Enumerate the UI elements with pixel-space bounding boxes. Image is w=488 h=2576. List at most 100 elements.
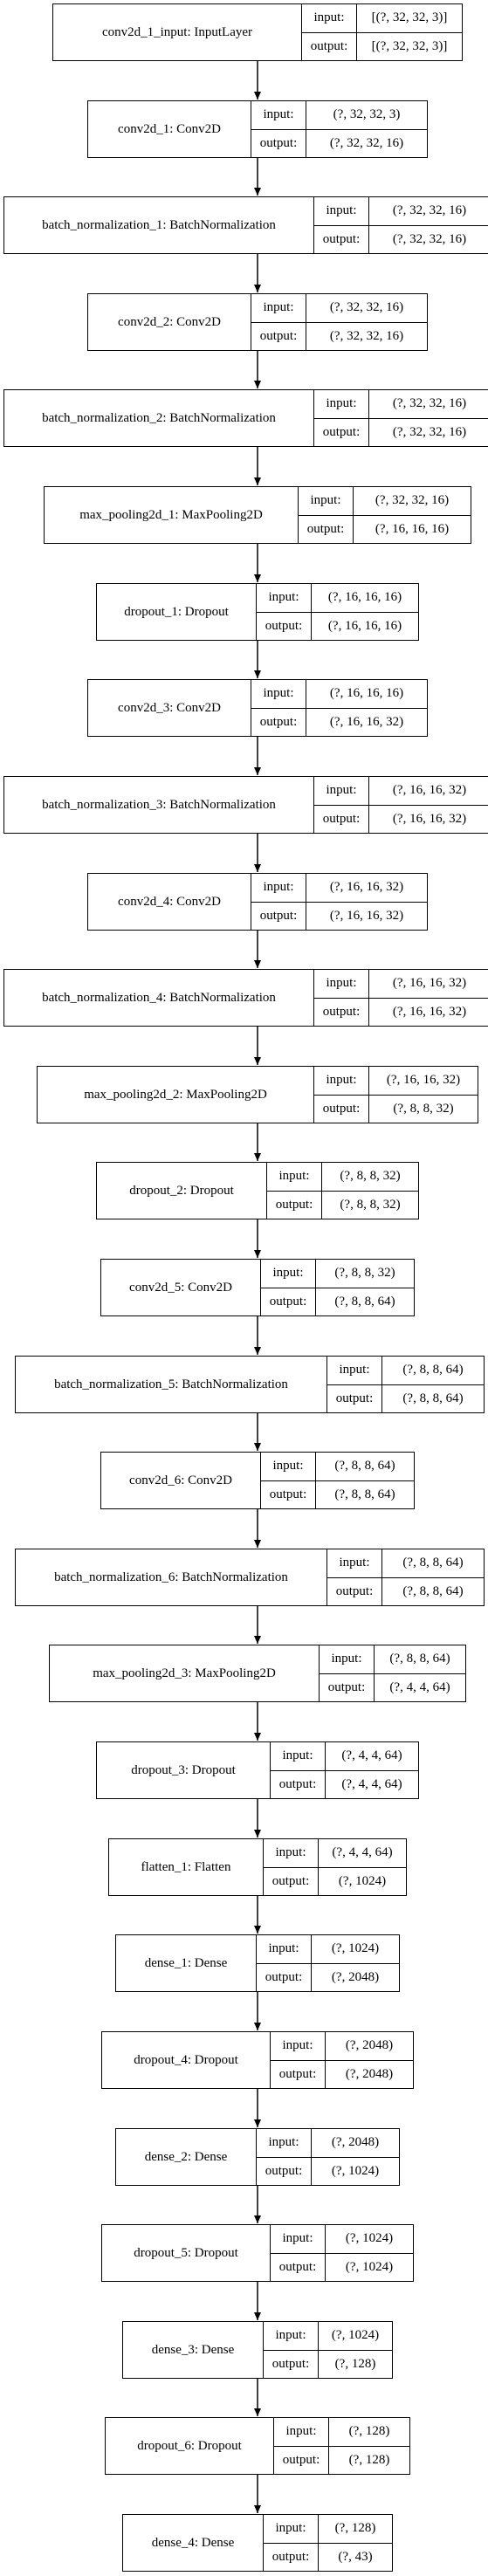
- input-port-row: input:[(?, 32, 32, 3)]: [302, 4, 462, 32]
- input-label: input:: [320, 1645, 375, 1673]
- output-label: output:: [264, 2543, 319, 2571]
- output-label: output:: [257, 2157, 312, 2185]
- input-port-row: input:(?, 32, 32, 16): [251, 294, 427, 322]
- input-shape: (?, 8, 8, 64): [334, 1459, 395, 1473]
- layer-name: max_pooling2d_2: MaxPooling2D: [38, 1067, 314, 1123]
- output-label: output:: [299, 515, 354, 543]
- output-port-row: output:(?, 4, 4, 64): [271, 1769, 418, 1798]
- output-shape: (?, 128): [334, 2356, 376, 2371]
- output-label: output:: [257, 612, 312, 640]
- output-shape: (?, 8, 8, 32): [340, 1197, 401, 1212]
- input-port-row: input:(?, 16, 16, 32): [314, 1067, 478, 1095]
- input-label: input:: [264, 2322, 319, 2350]
- input-shape: (?, 128): [334, 2521, 376, 2536]
- input-port-row: input:(?, 8, 8, 32): [261, 1260, 414, 1288]
- output-shape: (?, 32, 32, 16): [392, 424, 467, 439]
- output-port-row: output:(?, 43): [264, 2542, 392, 2571]
- output-shape: (?, 4, 4, 64): [389, 1680, 450, 1694]
- input-label: input:: [271, 2225, 326, 2253]
- input-label: input:: [274, 2418, 329, 2446]
- output-port-row: output:(?, 8, 8, 64): [261, 1480, 414, 1508]
- output-label: output:: [267, 1191, 322, 1219]
- input-label: input:: [267, 1163, 322, 1191]
- input-port-row: input:(?, 8, 8, 64): [261, 1453, 414, 1480]
- input-shape: (?, 8, 8, 32): [334, 1266, 395, 1281]
- output-label: output:: [271, 2253, 326, 2281]
- input-port-row: input:(?, 16, 16, 16): [251, 680, 427, 708]
- output-label: output:: [320, 1673, 375, 1701]
- input-shape: (?, 16, 16, 32): [386, 1073, 461, 1088]
- output-port-row: output:(?, 16, 16, 32): [251, 707, 427, 736]
- output-shape: (?, 8, 8, 64): [334, 1487, 395, 1501]
- output-shape: (?, 32, 32, 16): [392, 231, 467, 246]
- input-port-row: input:(?, 32, 32, 3): [251, 101, 427, 129]
- layer-name: conv2d_1: Conv2D: [88, 101, 251, 157]
- input-label: input:: [271, 1742, 326, 1770]
- input-label: input:: [302, 4, 357, 32]
- layer-name: dense_4: Dense: [123, 2515, 264, 2571]
- input-label: input:: [271, 2032, 326, 2060]
- output-shape: (?, 8, 8, 64): [334, 1294, 395, 1309]
- layer-name: batch_normalization_6: BatchNormalizatio…: [16, 1549, 327, 1605]
- output-port-row: output:(?, 2048): [271, 2059, 413, 2088]
- output-label: output:: [302, 32, 357, 60]
- output-port-row: output:(?, 32, 32, 16): [251, 321, 427, 350]
- output-label: output:: [314, 998, 369, 1026]
- input-shape: (?, 16, 16, 16): [327, 590, 402, 605]
- input-port-row: input:(?, 8, 8, 32): [267, 1163, 418, 1191]
- input-port-row: input:(?, 1024): [271, 2225, 413, 2253]
- input-shape: (?, 1024): [331, 1941, 380, 1956]
- input-shape: (?, 32, 32, 16): [375, 493, 450, 508]
- input-port-row: input:(?, 8, 8, 64): [320, 1645, 465, 1673]
- output-shape: (?, 32, 32, 16): [329, 135, 404, 150]
- input-label: input:: [257, 584, 312, 612]
- layer-name: dropout_5: Dropout: [102, 2225, 271, 2281]
- layer-name: conv2d_5: Conv2D: [101, 1260, 261, 1315]
- input-port-row: input:(?, 1024): [264, 2322, 392, 2350]
- input-port-row: input: (?, 32, 32, 16): [314, 197, 488, 225]
- input-shape: (?, 8, 8, 64): [402, 1556, 464, 1570]
- input-label: input:: [257, 2129, 312, 2157]
- output-shape: (?, 128): [348, 2452, 390, 2467]
- layer-node: batch_normalization_4: BatchNormalizatio…: [3, 969, 488, 1027]
- input-port-row: input:(?, 128): [264, 2515, 392, 2543]
- output-shape: (?, 16, 16, 32): [392, 1004, 467, 1019]
- input-label: input:: [314, 197, 369, 225]
- layer-name: dropout_4: Dropout: [102, 2032, 271, 2088]
- layer-name: max_pooling2d_1: MaxPooling2D: [45, 487, 299, 543]
- output-shape: (?, 4, 4, 64): [341, 1776, 402, 1791]
- output-label: output:: [314, 1095, 369, 1123]
- output-port-row: output:(?, 16, 16, 32): [251, 901, 427, 930]
- output-label: output:: [251, 708, 306, 736]
- input-shape: (?, 8, 8, 64): [402, 1363, 464, 1377]
- output-label: output:: [274, 2446, 329, 2474]
- output-port-row: output:(?, 16, 16, 32): [314, 804, 488, 833]
- output-shape: (?, 1024): [338, 1873, 387, 1888]
- input-port-row: input:(?, 1024): [257, 1935, 399, 1963]
- input-label: input:: [264, 1839, 319, 1867]
- input-label: input:: [299, 487, 354, 515]
- layer-node: batch_normalization_6: BatchNormalizatio…: [15, 1549, 485, 1606]
- output-shape: (?, 32, 32, 16): [329, 328, 404, 343]
- output-label: output:: [264, 1867, 319, 1895]
- layer-name: dense_3: Dense: [123, 2322, 264, 2378]
- input-shape: (?, 32, 32, 16): [392, 203, 467, 218]
- output-shape: (?, 16, 16, 16): [327, 618, 402, 633]
- layer-name: conv2d_2: Conv2D: [88, 294, 251, 350]
- input-port-row: input:(?, 32, 32, 16): [314, 390, 488, 418]
- output-shape: (?, 16, 16, 32): [329, 908, 404, 923]
- output-label: output:: [314, 418, 369, 446]
- output-shape: (?, 8, 8, 64): [402, 1391, 464, 1405]
- input-port-row: input: (?, 16, 16, 16): [257, 584, 418, 612]
- input-shape: (?, 16, 16, 32): [392, 976, 467, 991]
